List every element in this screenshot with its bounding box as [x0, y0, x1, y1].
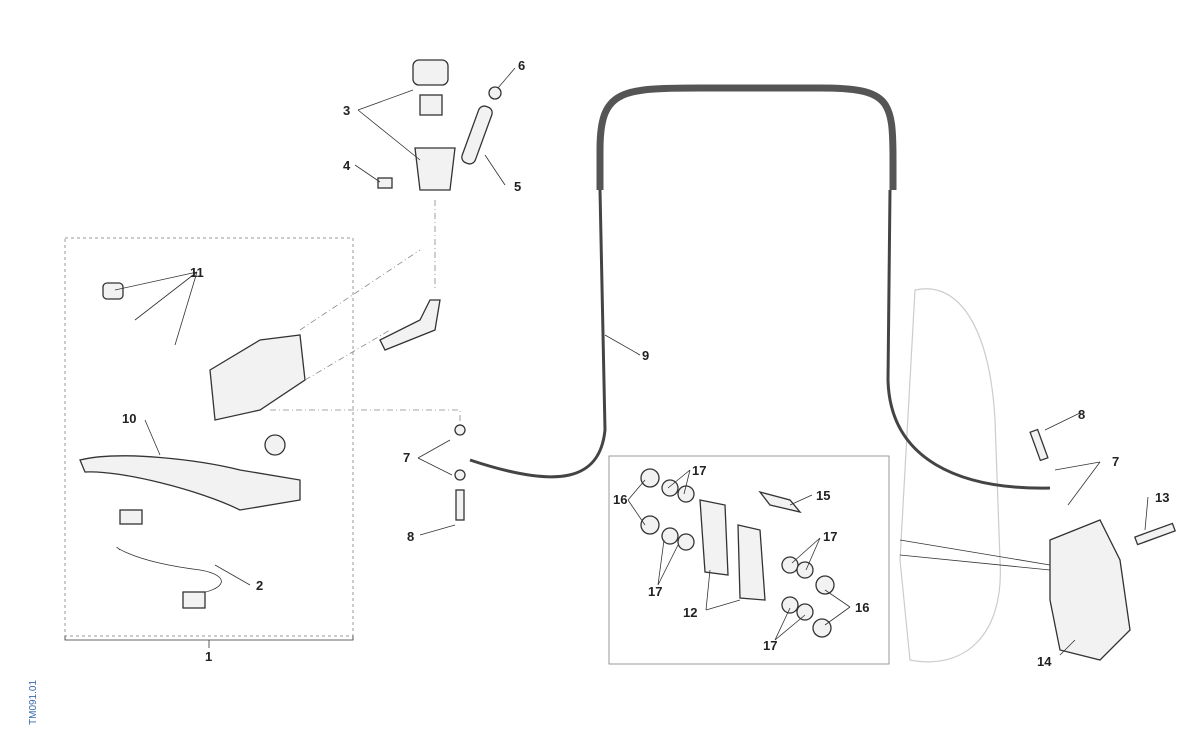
reservoir: [414, 147, 456, 191]
reservoir-bracket: [461, 105, 493, 165]
reference-code: TM091.01: [28, 679, 39, 725]
group-bracket: [64, 636, 354, 648]
reservoir-cap: [412, 59, 449, 86]
brake-lever: [79, 455, 301, 511]
nut: [488, 86, 502, 100]
callout-8: 8: [1078, 407, 1085, 422]
brake-hose-left: [469, 189, 607, 479]
callout-14: 14: [1037, 654, 1052, 669]
callout-10: 10: [122, 411, 136, 426]
callout-12: 12: [683, 605, 697, 620]
callout-11: 11: [190, 265, 204, 280]
callout-4: 4: [343, 158, 351, 173]
master-cylinder-group-box: [64, 237, 354, 637]
reservoir-diaphragm: [419, 94, 443, 116]
pad-spring: [758, 490, 802, 514]
brake-light-switch-cable: [116, 546, 222, 596]
pads-kit-box: [608, 455, 890, 665]
callout-5: 5: [514, 179, 521, 194]
brake-pad: [737, 524, 766, 601]
callout-8: 8: [407, 529, 414, 544]
callout-3: 3: [343, 103, 350, 118]
callout-13: 13: [1155, 490, 1169, 505]
brake-pad: [699, 499, 729, 576]
connector: [182, 591, 206, 609]
brake-light-switch: [119, 509, 143, 525]
callout-15: 15: [816, 488, 830, 503]
callout-16: 16: [855, 600, 869, 615]
callout-17: 17: [648, 584, 662, 599]
brake-caliper: [1049, 519, 1131, 661]
callout-17: 17: [823, 529, 837, 544]
caliper-bolt: [1134, 522, 1176, 546]
leader-lines: [114, 67, 1149, 656]
screw: [377, 177, 393, 189]
reservoir-hose: [379, 299, 441, 351]
fork-leg-outline: [899, 288, 1001, 663]
callout-2: 2: [256, 578, 263, 593]
callout-16: 16: [613, 492, 627, 507]
callout-17: 17: [763, 638, 777, 653]
brake-hose-right: [886, 189, 1051, 490]
hose-cover: [596, 84, 897, 190]
callout-1: 1: [205, 649, 212, 664]
callout-9: 9: [642, 348, 649, 363]
master-cylinder-body: [209, 334, 306, 421]
cap: [102, 282, 124, 300]
adjuster-knob: [264, 434, 286, 456]
washer: [454, 469, 466, 481]
callout-7: 7: [403, 450, 410, 465]
banjo-bolt: [455, 489, 465, 521]
banjo-bolt: [1029, 428, 1049, 462]
pistons-seals: [640, 468, 835, 638]
callout-17: 17: [692, 463, 706, 478]
callout-7: 7: [1112, 454, 1119, 469]
washer: [454, 424, 466, 436]
assembly-lines: [270, 200, 461, 430]
callout-6: 6: [518, 58, 525, 73]
